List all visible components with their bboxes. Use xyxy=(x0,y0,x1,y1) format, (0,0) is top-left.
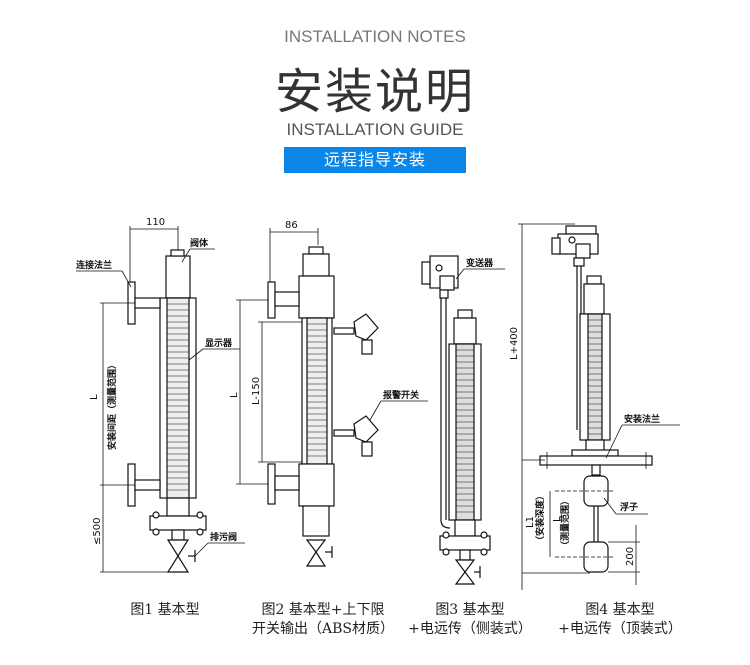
fig1-scale-ticks xyxy=(167,303,189,491)
fig1-label-display: 显示器 xyxy=(205,338,233,349)
figure-1: 110 L 安装间距（测量范围） ≤500 xyxy=(76,217,245,573)
fig4-caption-line2: +电远传（顶装式） xyxy=(558,621,682,637)
fig3-caption: 图3 基本型 +电远传（侧装式） xyxy=(400,601,540,639)
fig1-caption-line1: 图1 基本型 xyxy=(130,602,200,618)
fig1-label-drain: 排污阀 xyxy=(210,531,237,543)
fig4-label-mount-flange: 安装法兰 xyxy=(624,413,660,425)
fig4-dim-total: L+400 xyxy=(509,327,520,360)
figure-2: 86 L L-150 报警开关 xyxy=(229,220,428,567)
fig4-dim-install-depth: L1 xyxy=(525,516,536,528)
fig2-caption-line2: 开关输出（ABS材质） xyxy=(252,621,394,637)
fig4-caption: 图4 基本型 +电远传（顶装式） xyxy=(545,601,695,639)
fig1-label-body: 阀体 xyxy=(190,237,209,249)
fig4-dim-range-note: （测量范围） xyxy=(559,496,571,550)
fig1-dim-length-note: 安装间距（测量范围） xyxy=(106,360,118,450)
fig1-dim-bottom: ≤500 xyxy=(92,518,103,545)
fig1-label-flange: 连接法兰 xyxy=(76,259,112,271)
fig4-scale-ticks xyxy=(588,319,602,435)
fig2-dim-inner-length: L-150 xyxy=(251,377,262,405)
fig2-caption-line1: 图2 基本型+上下限 xyxy=(261,602,385,618)
fig4-dim-range: L xyxy=(552,516,563,522)
remote-guidance-button[interactable]: 远程指导安装 xyxy=(284,147,466,173)
subtitle-installation-notes: INSTALLATION NOTES xyxy=(284,27,466,46)
fig3-caption-line2: +电远传（侧装式） xyxy=(408,621,532,637)
page-title: 安装说明 xyxy=(274,64,475,120)
figure-4: L+400 xyxy=(509,223,680,590)
fig2-dim-length: L xyxy=(229,392,240,398)
fig2-label-alarm-switch: 报警开关 xyxy=(383,389,419,401)
fig4-caption-line1: 图4 基本型 xyxy=(585,602,655,618)
fig4-dim-bottom: 200 xyxy=(625,547,636,566)
fig3-scale-ticks xyxy=(456,349,474,513)
fig1-dim-width: 110 xyxy=(146,217,165,228)
fig1-dim-length: L xyxy=(89,394,100,400)
fig1-caption: 图1 基本型 xyxy=(110,601,220,620)
figure-3: 变送器 xyxy=(421,255,505,585)
fig2-caption: 图2 基本型+上下限 开关输出（ABS材质） xyxy=(238,601,408,639)
fig4-dim-install-depth-note: （安装深度） xyxy=(534,491,546,545)
fig3-label-transmitter: 变送器 xyxy=(466,257,494,269)
subtitle-installation-guide: INSTALLATION GUIDE xyxy=(286,120,464,139)
fig2-scale-ticks xyxy=(307,323,327,457)
fig3-caption-line1: 图3 基本型 xyxy=(435,602,505,618)
fig4-label-float: 浮子 xyxy=(620,501,638,513)
fig2-dim-width: 86 xyxy=(285,220,298,231)
